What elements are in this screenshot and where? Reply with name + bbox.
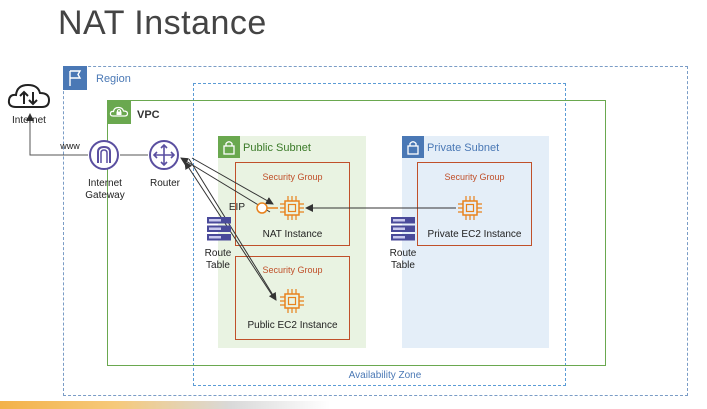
nat-instance-label: NAT Instance (262, 229, 323, 240)
internet-label: Internet (12, 115, 46, 126)
chip-icon (456, 194, 484, 227)
public-subnet-label: Public Subnet (243, 142, 311, 154)
public-ec2-label: Public EC2 Instance (247, 320, 338, 331)
region-label: Region (96, 73, 131, 85)
vpc-box (107, 100, 606, 366)
nat-security-group-label: Security Group (262, 172, 323, 182)
nat-to-router-line (180, 157, 271, 213)
vpc-cloud-lock-icon (107, 100, 131, 124)
public-ec2-security-group-label: Security Group (262, 265, 323, 275)
internet-gateway-icon (88, 139, 120, 176)
lock-icon (218, 136, 240, 158)
cloud-icon (6, 80, 52, 117)
gateway-to-internet-line (26, 113, 88, 156)
eip-label: EIP (228, 202, 245, 213)
availability-zone-box (193, 83, 566, 386)
availability-zone-label: Availability Zone (348, 370, 422, 381)
private-security-group-label: Security Group (444, 172, 505, 182)
region-box (63, 66, 688, 396)
private-security-group (417, 162, 532, 246)
eip-icon (256, 202, 268, 214)
private-subnet-label: Private Subnet (427, 142, 500, 154)
router-to-public-ec2-line (188, 158, 277, 301)
private-ec2-label: Private EC2 Instance (427, 229, 522, 240)
private-route-table-label: Route Table (389, 248, 417, 271)
vpc-label: VPC (137, 109, 160, 121)
router-to-nat-line (191, 157, 274, 205)
router-icon (148, 139, 180, 176)
page-title: NAT Instance (58, 4, 267, 42)
chip-icon (278, 194, 306, 227)
router-label: Router (149, 178, 180, 189)
www-label: www (60, 141, 80, 151)
route-table-icon (390, 216, 416, 247)
public-route-table-label: Route Table (204, 248, 232, 271)
private-subnet (402, 136, 549, 348)
flag-icon (63, 66, 87, 90)
chip-icon (278, 287, 306, 320)
decorative-bottom-bar (0, 401, 330, 409)
internet-gateway-label: Internet Gateway (85, 178, 125, 201)
lock-icon (402, 136, 424, 158)
route-table-icon (206, 216, 232, 247)
public-ec2-security-group (235, 256, 350, 340)
nat-security-group (235, 162, 350, 246)
